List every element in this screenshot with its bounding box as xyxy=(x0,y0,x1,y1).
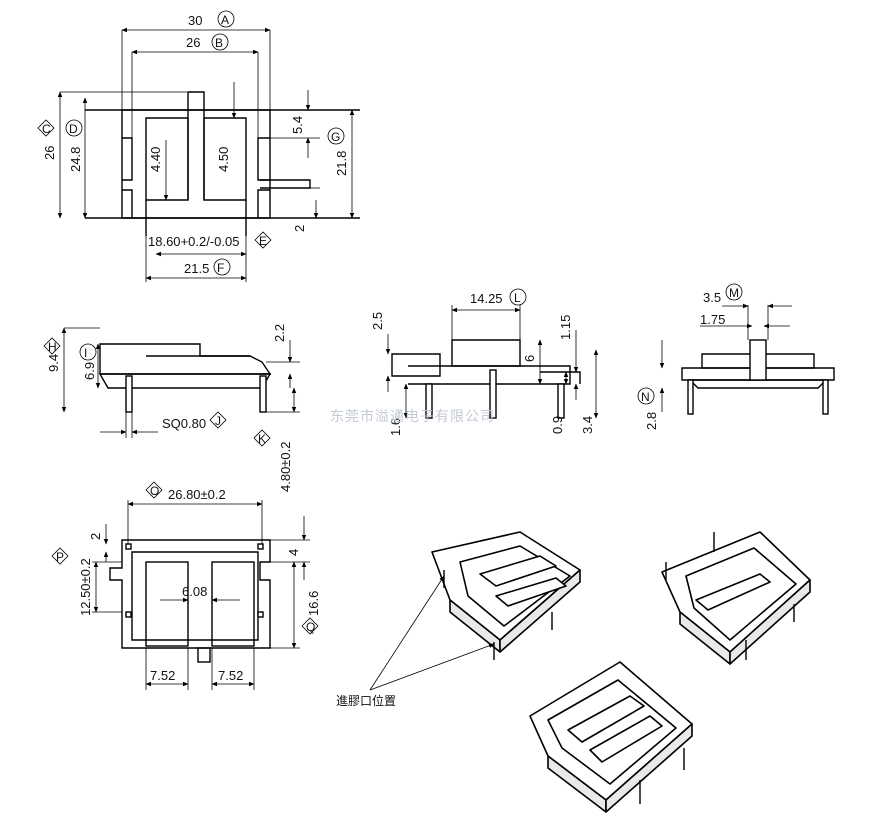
dim-notch: 5.4 xyxy=(290,116,305,134)
tag-i: I xyxy=(84,346,87,360)
dim-side-base: 1.6 xyxy=(388,418,403,436)
end-view: 3.5 M 1.75 2.8 N xyxy=(637,283,835,430)
tag-f: F xyxy=(217,261,224,275)
dim-base-width: 21.5 xyxy=(184,261,209,276)
tag-k: K xyxy=(258,432,266,446)
tag-j: J xyxy=(215,414,221,428)
gate-annotation: 進膠口位置 xyxy=(336,693,396,708)
dim-inner-width: 26 xyxy=(186,35,200,50)
dim-end-rib: 1.75 xyxy=(700,312,725,327)
dim-right-slot: 4.50 xyxy=(216,147,231,172)
dim-body-height: 6.9 xyxy=(82,362,97,380)
dim-overall-height: 26 xyxy=(42,146,57,160)
dim-bottom-right-slot: 7.52 xyxy=(218,668,243,683)
dim-side-height: 21.8 xyxy=(334,151,349,176)
tag-m: M xyxy=(729,286,739,300)
dim-inner-height: 24.8 xyxy=(68,147,83,172)
dim-end-height: 2.8 xyxy=(644,412,659,430)
dim-side-foot: 0.9 xyxy=(550,416,565,434)
tag-e: E xyxy=(259,234,267,248)
dim-front-step: 2.2 xyxy=(272,324,287,342)
tag-a: A xyxy=(221,13,229,27)
tag-h: H xyxy=(48,340,57,354)
tag-o: O xyxy=(150,484,159,498)
tag-n: N xyxy=(641,390,650,404)
top-view: 30 A 26 B 26 C 24.8 D 4.40 4.50 5.4 21.8 xyxy=(37,10,360,282)
dim-bottom-width: 26.80±0.2 xyxy=(168,487,226,502)
dim-side-pin: 3.4 xyxy=(580,416,595,434)
dim-bottom-left-slot: 7.52 xyxy=(150,668,175,683)
tag-q: Q xyxy=(306,620,315,634)
dim-bottom-notch: 4 xyxy=(286,549,301,556)
dim-bottom-gap: 6.08 xyxy=(182,584,207,599)
dim-pin-size: SQ0.80 xyxy=(162,416,206,431)
tag-p: P xyxy=(56,550,64,564)
watermark: 东莞市溢通电子有限公司 xyxy=(330,408,495,425)
dim-overall-width: 30 xyxy=(188,13,202,28)
dim-pin-length: 4.80±0.2 xyxy=(278,441,293,492)
tag-b: B xyxy=(215,36,223,50)
isometric-view-1 xyxy=(431,531,581,660)
dim-left-slot: 4.40 xyxy=(148,147,163,172)
side-view: 14.25 L 2.5 1.15 6 1.6 0.9 3.4 xyxy=(370,288,599,436)
tag-d: D xyxy=(69,122,78,136)
dim-bottom-side: 16.6 xyxy=(306,591,321,616)
tag-c: C xyxy=(42,122,51,136)
dim-bottom-height: 12.50±0.2 xyxy=(78,558,93,616)
bottom-view: 26.80±0.2 O 2 12.50±0.2 P 4 16.6 Q 6.08 xyxy=(51,481,321,690)
isometric-view-3 xyxy=(529,661,693,813)
dim-top-width: 14.25 xyxy=(470,291,503,306)
tag-g: G xyxy=(331,130,340,144)
front-view: 9.4 H 6.9 I 2.2 SQ0.80 J 4.80±0.2 K xyxy=(43,324,300,492)
dim-bottom-offset: 2 xyxy=(292,225,307,232)
dim-side-mid: 6 xyxy=(522,355,537,362)
dim-total-height: 9.4 xyxy=(46,354,61,372)
isometric-view-2 xyxy=(661,531,811,665)
tag-l: L xyxy=(514,291,521,305)
dim-end-center: 3.5 xyxy=(703,290,721,305)
dim-side-step: 1.15 xyxy=(558,315,573,340)
dim-slot-width: 18.60+0.2/-0.05 xyxy=(148,234,239,249)
dim-top-height: 2.5 xyxy=(370,312,385,330)
dim-bottom-edge: 2 xyxy=(88,533,103,540)
